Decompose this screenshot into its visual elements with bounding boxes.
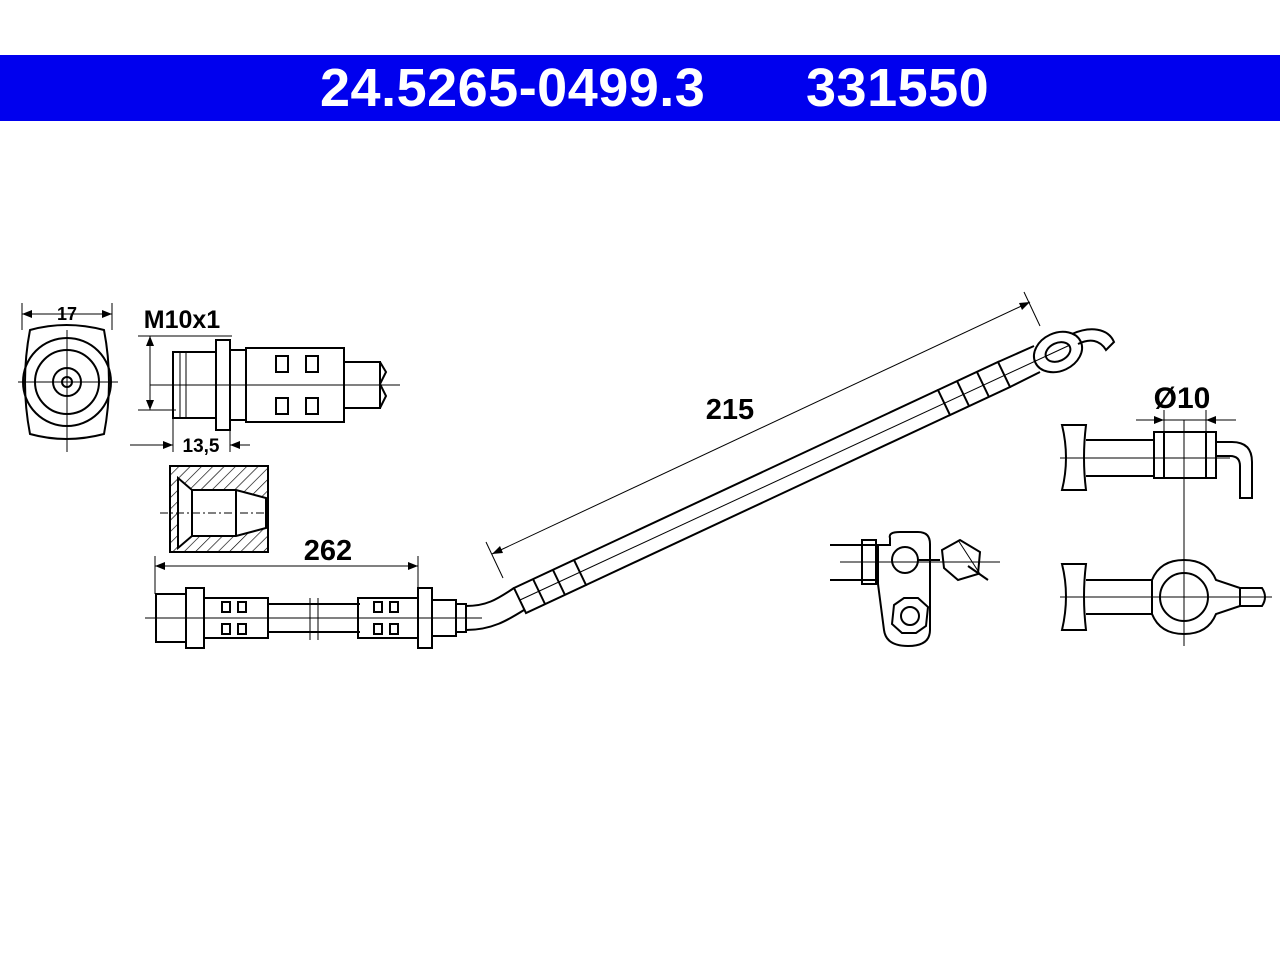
dimension-215: [485, 291, 1041, 579]
thread-label: M10x1: [144, 306, 221, 334]
eye-diameter-label: Ø10: [1154, 382, 1211, 415]
part-number: 24.5265-0499.3: [320, 58, 706, 118]
dimension-262: [154, 556, 419, 594]
title-bar: 24.5265-0499.3 331550: [0, 55, 1280, 121]
threaded-fitting-view: [130, 335, 400, 452]
hex-width-label: 17: [57, 304, 77, 324]
thread-length-label: 13,5: [183, 436, 220, 457]
length-262-label: 262: [304, 535, 352, 567]
hose-assembly: [145, 328, 1116, 649]
hex-end-view: [18, 303, 118, 452]
reference-number: 331550: [806, 58, 990, 118]
length-215-label: 215: [706, 394, 754, 426]
eye-detail: [1060, 410, 1272, 646]
section-view: [160, 465, 270, 553]
bracket-detail: [830, 531, 1000, 648]
